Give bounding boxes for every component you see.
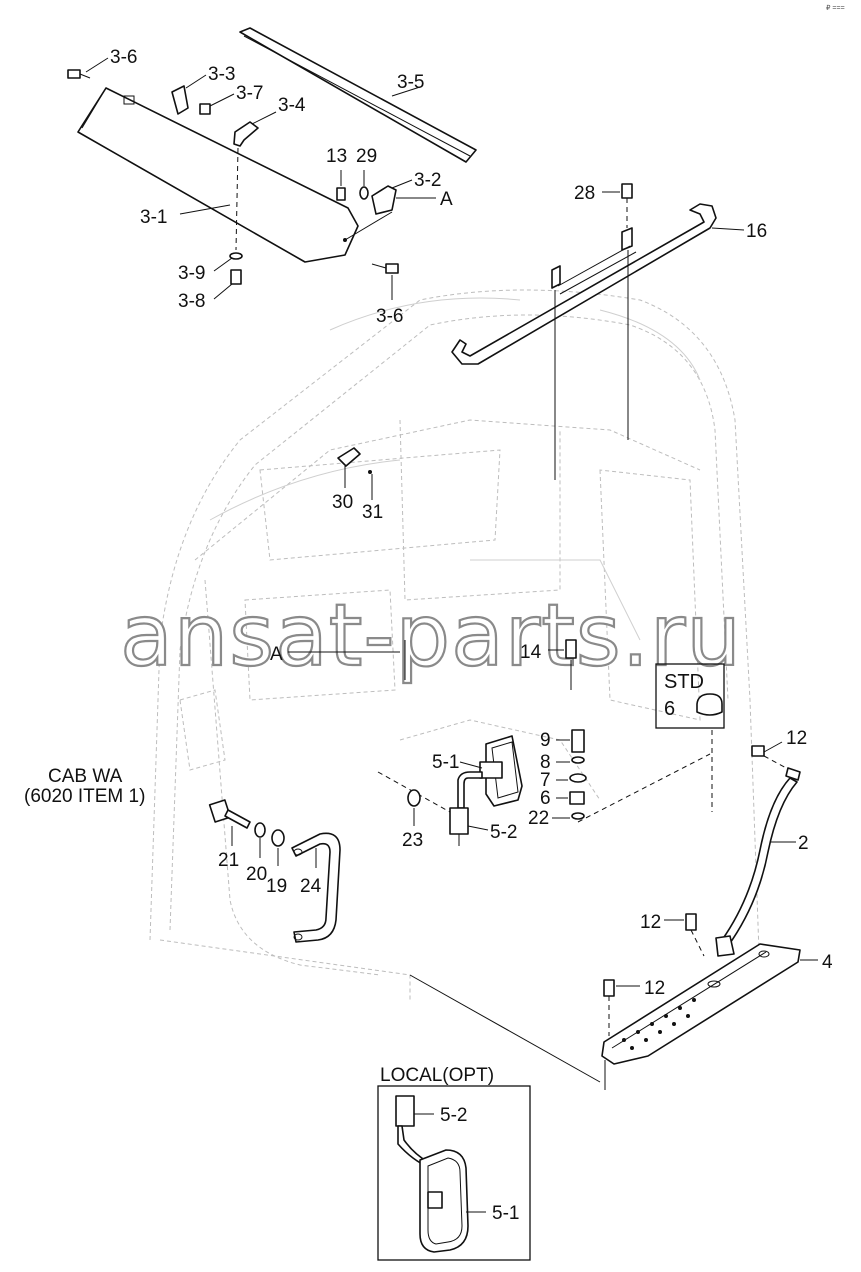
- bolt-14: [565, 639, 577, 659]
- bolt-13: [336, 187, 346, 201]
- bolt-28: [621, 183, 633, 199]
- callout-6-std: 6: [664, 698, 675, 720]
- bracket-3-4: [233, 121, 259, 147]
- callout-3-8: 3-8: [178, 291, 205, 312]
- callout-8: 8: [540, 752, 551, 773]
- std-label: STD: [664, 671, 704, 693]
- cab-outline: [149, 289, 761, 1000]
- callout-3-6-top: 3-6: [110, 47, 137, 68]
- callout-3-7: 3-7: [236, 83, 263, 104]
- callout-3-3: 3-3: [208, 64, 235, 85]
- callout-12-c: 12: [644, 978, 665, 999]
- cap-6-std: [696, 693, 723, 716]
- callout-23: 23: [402, 830, 423, 851]
- callout-a-mid: A: [270, 644, 283, 665]
- local-mirror-assembly: [395, 1095, 469, 1253]
- handrail-part: [451, 203, 717, 480]
- bolt-12-b: [685, 913, 697, 931]
- local-opt-label: LOCAL(OPT): [380, 1065, 494, 1086]
- callout-21: 21: [218, 850, 239, 871]
- callout-19: 19: [266, 876, 287, 897]
- callout-28: 28: [574, 183, 595, 204]
- callout-3-4: 3-4: [278, 95, 306, 116]
- seal-strip-part: [239, 27, 477, 163]
- std-box: [655, 663, 725, 729]
- washer-19: [271, 829, 285, 847]
- grab-handle-part: [715, 767, 801, 957]
- callout-5-1-local: 5-1: [492, 1203, 519, 1224]
- step-plate-part: [601, 943, 801, 1090]
- watermark-text: ansat-parts.ru: [120, 586, 742, 686]
- local-opt-box: [377, 1085, 531, 1261]
- washer-29: [359, 186, 369, 200]
- callout-20: 20: [246, 864, 267, 885]
- bolt-12-a: [751, 745, 765, 757]
- clip-3-3: [171, 85, 189, 115]
- callout-5-2-local: 5-2: [440, 1105, 467, 1126]
- callout-5-2: 5-2: [490, 822, 517, 843]
- callout-24: 24: [300, 876, 322, 897]
- callout-5-1: 5-1: [432, 752, 459, 773]
- handle-24: [291, 832, 341, 943]
- callout-3-2: 3-2: [414, 170, 441, 191]
- mirror-assembly: [449, 735, 523, 846]
- callout-3-6-bottom: 3-6: [376, 306, 403, 327]
- callout-6: 6: [540, 788, 551, 809]
- callout-4: 4: [822, 952, 833, 973]
- bracket-3-2: [371, 185, 397, 215]
- cab-label-line1: CAB WA: [48, 766, 123, 787]
- bracket-30: [337, 447, 361, 467]
- bolt-12-c: [603, 979, 615, 997]
- roof-panel-part: [77, 87, 359, 263]
- callout-7: 7: [540, 770, 551, 791]
- callout-30: 30: [332, 492, 353, 513]
- washer-23: [407, 789, 421, 807]
- callout-3-1: 3-1: [140, 207, 167, 228]
- bolt-3-8: [230, 269, 242, 285]
- cab-label-line2: (6020 ITEM 1): [24, 786, 145, 807]
- callout-2: 2: [798, 833, 809, 854]
- callout-12-b: 12: [640, 912, 661, 933]
- callout-22: 22: [528, 808, 549, 829]
- callout-14: 14: [520, 642, 542, 663]
- callout-31: 31: [362, 502, 383, 523]
- callout-13: 13: [326, 146, 347, 167]
- callout-a-top: A: [440, 189, 453, 210]
- callout-9: 9: [540, 730, 551, 751]
- callout-29: 29: [356, 146, 377, 167]
- callout-16: 16: [746, 221, 767, 242]
- bolt-3-6-bottom: [371, 263, 399, 274]
- bolt-3-6-top: [67, 69, 91, 79]
- nut-3-7: [199, 103, 211, 115]
- callout-12-a: 12: [786, 728, 807, 749]
- bolt-21: [208, 799, 251, 829]
- corner-mark: ₽ ===: [826, 4, 845, 12]
- callout-3-5: 3-5: [397, 72, 424, 93]
- callout-3-9: 3-9: [178, 263, 205, 284]
- washer-20: [254, 822, 266, 838]
- fastener-stack: [569, 729, 587, 820]
- washer-3-9: [229, 252, 243, 260]
- leader-3-1: [179, 204, 231, 215]
